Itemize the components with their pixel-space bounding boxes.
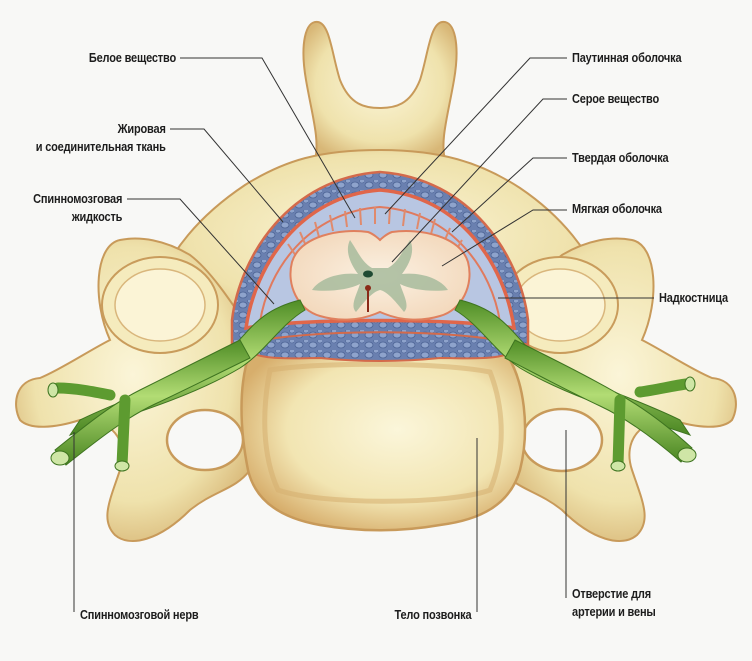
- label-text: Тело позвонка: [394, 608, 471, 622]
- label-text: Надкостница: [659, 291, 728, 305]
- gray-matter: [312, 240, 448, 312]
- label-text: артерии и вены: [572, 605, 656, 620]
- label-text: Спинномозговой нерв: [80, 608, 199, 622]
- label-foramen: Отверстие для артерии и вены: [572, 585, 656, 621]
- left-transverse-foramen: [165, 408, 245, 472]
- label-dura: Твердая оболочка: [572, 149, 669, 167]
- right-spinal-nerve: [504, 339, 693, 463]
- spinous-process: [302, 20, 458, 161]
- label-arachnoid: Паутинная оболочка: [572, 49, 682, 67]
- left-spinal-nerve: [54, 339, 251, 466]
- label-periosteum: Надкостница: [659, 289, 728, 307]
- leader-pia: [441, 209, 567, 267]
- label-text: Отверстие для: [572, 587, 651, 601]
- label-text: Паутинная оболочка: [572, 51, 682, 65]
- spinal-canal: [230, 170, 530, 362]
- right-transverse-foramen: [520, 407, 604, 473]
- label-spinal-nerve: Спинномозговой нерв: [80, 606, 199, 624]
- label-text: Мягкая оболочка: [572, 202, 662, 216]
- label-text: Спинномозговая: [32, 192, 122, 206]
- label-text: жидкость: [71, 210, 123, 225]
- label-text: Серое вещество: [572, 92, 660, 106]
- label-text: и соединительная ткань: [36, 140, 166, 155]
- label-pia: Мягкая оболочка: [572, 200, 662, 218]
- leader-lines: [73, 57, 654, 612]
- spinal-nerves: [47, 299, 697, 472]
- leader-white-matter: [180, 57, 356, 219]
- label-text: Твердая оболочка: [572, 151, 669, 165]
- label-vertebral-body: Тело позвонка: [394, 606, 471, 624]
- leader-fat-tissue: [170, 128, 284, 223]
- leader-arachnoid: [384, 57, 567, 215]
- label-fat-tissue: Жировая и соединительная ткань: [36, 120, 166, 156]
- label-text: Белое вещество: [88, 51, 176, 65]
- central-canal: [363, 270, 373, 278]
- label-csf: Спинномозговая жидкость: [33, 190, 122, 226]
- label-gray-matter: Серое вещество: [572, 90, 659, 108]
- leader-csf: [127, 198, 275, 305]
- label-white-matter: Белое вещество: [89, 49, 176, 67]
- leader-dura: [451, 157, 567, 233]
- leader-gray-matter: [391, 98, 567, 263]
- label-text: Жировая: [117, 122, 166, 136]
